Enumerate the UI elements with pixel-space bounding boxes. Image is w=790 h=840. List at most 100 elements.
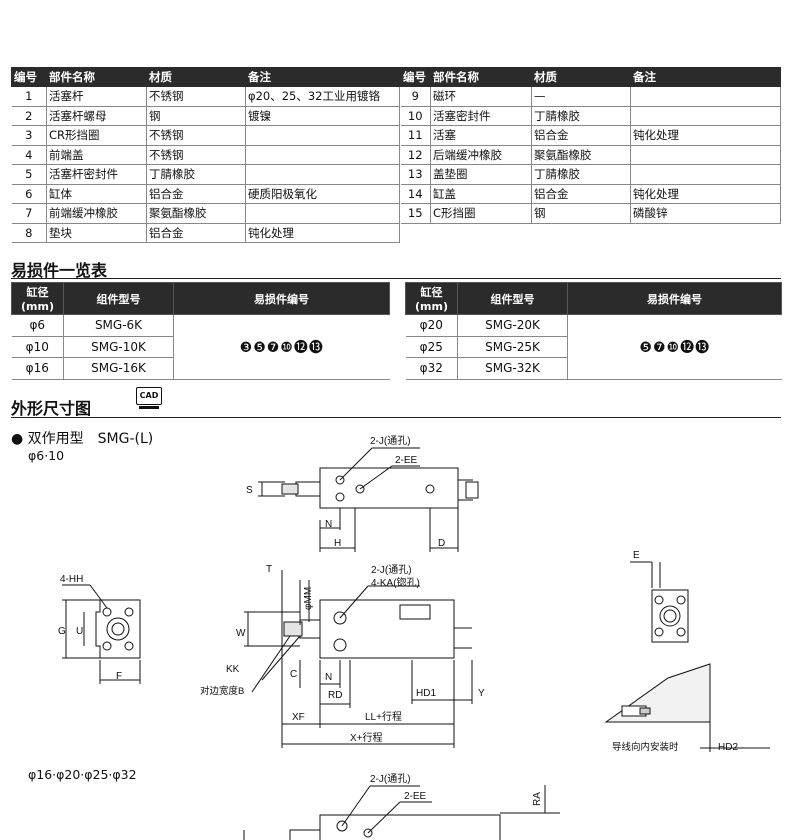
no-cell: 1 xyxy=(11,86,47,107)
material-cell: 铝合金 xyxy=(531,125,631,146)
no-cell: 8 xyxy=(11,223,47,243)
no-cell: 5 xyxy=(11,164,47,185)
label-rd: RD xyxy=(328,690,342,701)
label-ll: LL+行程 xyxy=(365,710,402,723)
no-cell: 15 xyxy=(400,203,431,224)
wear-section-title: 易损件一览表 xyxy=(11,261,108,280)
name-cell: 活塞杆 xyxy=(46,86,147,107)
label-f: F xyxy=(116,671,122,682)
label-n2: N xyxy=(325,672,332,683)
name-cell: 缸盖 xyxy=(430,184,532,204)
material-cell: 丁腈橡胶 xyxy=(531,164,631,185)
material-cell: 聚氨酯橡胶 xyxy=(531,145,631,165)
parts-table-header: 编号 部件名称 材质 备注 xyxy=(11,67,400,87)
kit-cell: SMG-16K xyxy=(63,357,174,380)
name-cell: 缸体 xyxy=(46,184,147,204)
top-view xyxy=(258,447,479,552)
note-cell: 钝化处理 xyxy=(630,184,781,204)
bore-cell: φ16 xyxy=(11,357,64,380)
header-note: 备注 xyxy=(630,67,781,87)
label-g: G xyxy=(58,626,66,637)
label-u: U xyxy=(76,626,83,637)
label-x: X+行程 xyxy=(350,731,383,744)
name-cell: 前端缓冲橡胶 xyxy=(46,203,147,224)
kit-cell: SMG-10K xyxy=(63,336,174,358)
label-ee-top: 2-EE xyxy=(395,455,418,466)
dims-section-title: 外形尺寸图 xyxy=(11,399,92,418)
table-row: φ20 SMG-20K ❺❼❿⓬⓭ xyxy=(405,314,782,380)
label-j-bot: 2-J(通孔) xyxy=(370,773,411,785)
no-cell: 14 xyxy=(400,184,431,204)
no-cell: 2 xyxy=(11,106,47,126)
no-cell: 13 xyxy=(400,164,431,185)
name-cell: 后端缓冲橡胶 xyxy=(430,145,532,165)
name-cell: 盖垫圈 xyxy=(430,164,532,185)
no-cell: 9 xyxy=(400,86,431,107)
bore-cell: φ10 xyxy=(11,336,64,358)
material-cell: 丁腈橡胶 xyxy=(531,106,631,126)
label-hd2: HD2 xyxy=(718,742,738,753)
cad-icon[interactable]: CAD xyxy=(136,387,162,411)
bore-cell: φ25 xyxy=(405,336,458,358)
note-cell xyxy=(245,125,400,146)
label-ra: RA xyxy=(532,792,543,806)
end-view-left xyxy=(62,584,141,684)
no-cell: 10 xyxy=(400,106,431,126)
material-cell: 铝合金 xyxy=(146,223,246,243)
note-cell: 硬质阳极氧化 xyxy=(245,184,400,204)
header-material: 材质 xyxy=(146,67,246,87)
material-cell: 不锈钢 xyxy=(146,145,246,165)
no-cell: 12 xyxy=(400,145,431,165)
name-cell: 磁环 xyxy=(430,86,532,107)
no-cell: 3 xyxy=(11,125,47,146)
name-cell: 前端盖 xyxy=(46,145,147,165)
kit-cell: SMG-6K xyxy=(63,314,174,337)
no-cell: 11 xyxy=(400,125,431,146)
no-cell: 4 xyxy=(11,145,47,165)
note-cell xyxy=(630,86,781,107)
table-row: φ10 SMG-10K xyxy=(11,336,390,358)
label-ee-bot: 2-EE xyxy=(404,791,427,802)
note-cell: 磷酸锌 xyxy=(630,203,781,224)
label-e: E xyxy=(633,550,640,561)
header-codes: 易损件编号 xyxy=(567,282,782,315)
note-cell xyxy=(630,164,781,185)
wear-table-left: 缸径(mm) 组件型号 易损件编号 φ6 SMG-6K ❸❺❼❿⓬⓭ φ10 S… xyxy=(11,282,390,380)
material-cell: 不锈钢 xyxy=(146,125,246,146)
label-h: H xyxy=(334,538,341,549)
wear-table-right: 缸径(mm) 组件型号 易损件编号 φ20 SMG-20K ❺❼❿⓬⓭ φ25 … xyxy=(405,282,782,380)
note-cell: 钝化处理 xyxy=(630,125,781,146)
bore-cell: φ20 xyxy=(405,314,458,337)
header-no: 编号 xyxy=(11,67,47,87)
note-cell: φ20、25、32工业用镀铬 xyxy=(245,86,400,107)
material-cell: 钢 xyxy=(146,106,246,126)
name-cell: 垫块 xyxy=(46,223,147,243)
label-kk: KK xyxy=(226,664,240,675)
dimension-drawing: 2-J(通孔) 2-EE S N H D 4-HH G U F xyxy=(58,435,770,840)
note-cell xyxy=(245,203,400,224)
header-note: 备注 xyxy=(245,67,400,87)
end-view-right xyxy=(630,561,689,643)
label-c: C xyxy=(290,669,297,680)
name-cell: 活塞密封件 xyxy=(430,106,532,126)
material-cell: 铝合金 xyxy=(146,184,246,204)
note-cell xyxy=(245,145,400,165)
header-kit: 组件型号 xyxy=(63,282,174,315)
section-divider xyxy=(11,278,781,279)
note-cell xyxy=(630,145,781,165)
parts-table-header: 编号 部件名称 材质 备注 xyxy=(400,67,781,87)
cad-badge: CAD xyxy=(136,387,162,405)
